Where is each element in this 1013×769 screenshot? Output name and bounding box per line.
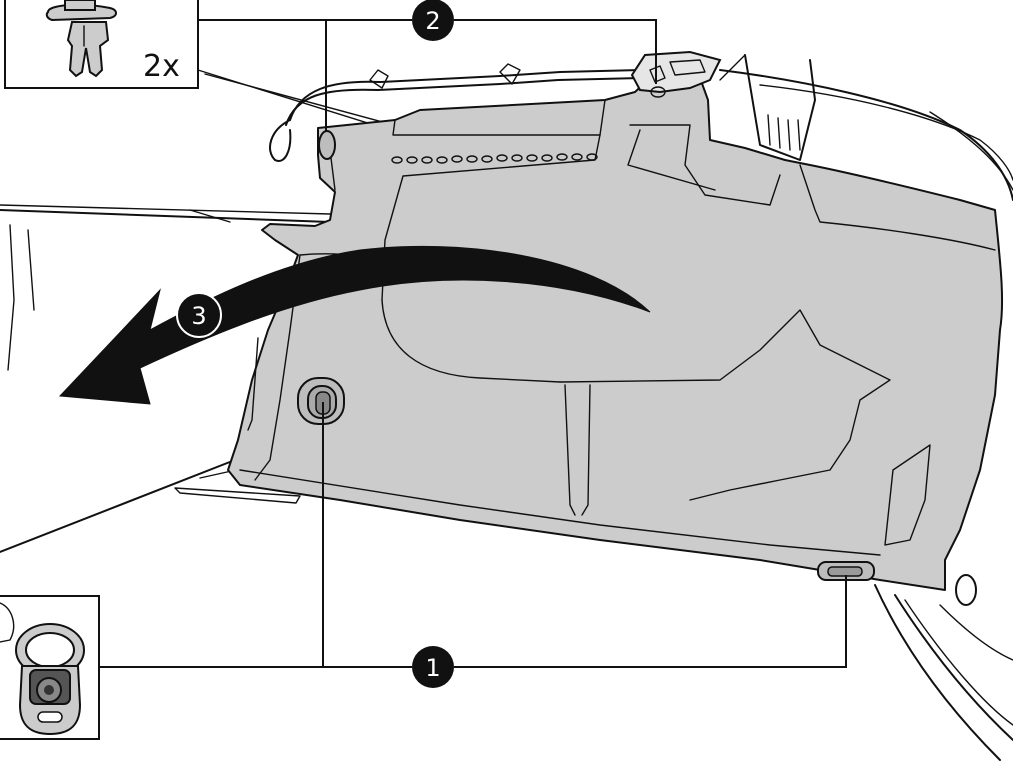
clip-quantity: 2x <box>143 49 180 84</box>
removal-arrow <box>58 245 651 405</box>
clip-hole-left <box>318 130 336 160</box>
curved-removal-arrow-icon <box>58 245 651 405</box>
inset-push-pin-clip: 2x <box>4 0 199 89</box>
trim-panel-body <box>227 77 1004 591</box>
upper-cable-and-clips <box>269 50 722 162</box>
callout-2-label: 2 <box>425 7 440 35</box>
vent-slots <box>391 153 598 164</box>
vehicle-background-lines <box>0 54 1013 761</box>
callout-3: 3 <box>176 292 222 338</box>
side-trim-panel <box>227 77 1004 591</box>
leader-lines <box>100 19 847 668</box>
callout-1: 1 <box>412 646 454 688</box>
push-pin-clip-icon <box>45 0 117 78</box>
callout-2: 2 <box>412 0 454 41</box>
clip-bracket-right <box>630 50 722 94</box>
callout-3-label: 3 <box>191 302 206 330</box>
tie-down-eye-icon <box>15 623 85 736</box>
tie-down-eye-on-panel <box>297 377 345 425</box>
inset-tie-down-eye <box>0 595 100 740</box>
callout-1-label: 1 <box>425 654 440 682</box>
